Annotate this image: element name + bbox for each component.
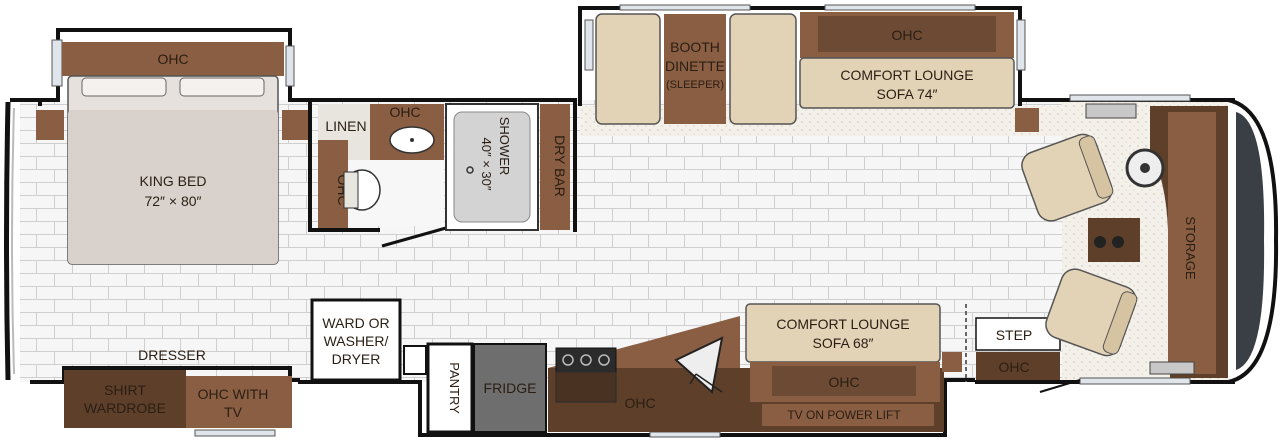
cockpit: STORAGE — [1021, 103, 1228, 378]
side-ohc — [318, 140, 348, 228]
dry-bar-label: DRY BAR — [552, 135, 568, 197]
dinette-slide: BOOTH DINETTE (SLEEPER) OHC COMFORT LOUN… — [595, 12, 1039, 132]
dresser-label: DRESSER — [138, 347, 206, 363]
booth-seat-right — [729, 13, 797, 125]
nightstand-left — [36, 110, 64, 140]
entry-ohc — [976, 352, 1060, 380]
booth-label-1: BOOTH — [670, 39, 720, 55]
pantry-label: PANTRY — [447, 362, 462, 414]
sofa74-label-2: SOFA 74″ — [877, 86, 938, 102]
shirt-wardrobe — [64, 370, 186, 428]
shower-label: SHOWER — [497, 117, 512, 176]
ohc-tv-label-1: OHC WITH — [198, 386, 269, 402]
tv-lift — [762, 404, 934, 426]
step-label: STEP — [996, 327, 1033, 343]
kitchen-ohc-label: OHC — [624, 395, 655, 411]
wardrobe-label-1: SHIRT — [104, 382, 146, 398]
storage-label: STORAGE — [1183, 216, 1198, 280]
vanity-ohc-label: OHC — [389, 104, 420, 120]
king-bed-label: KING BED — [140, 173, 207, 189]
bedroom: OHC KING BED 72″ × 80″ DRESSER SHIRT WAR… — [36, 42, 310, 428]
ward-label-1: WARD OR — [322, 315, 389, 331]
bath: LINEN OHC OHC SHOWER 40″ × 30″ DRY BAR — [308, 98, 577, 248]
pantry — [426, 342, 474, 434]
linen-label: LINEN — [325, 118, 366, 134]
tv-lift-label: TV ON POWER LIFT — [787, 408, 901, 422]
booth-seat-left — [595, 13, 661, 125]
storage — [1168, 112, 1216, 374]
lounge: COMFORT LOUNGE SOFA 68″ OHC TV ON POWER … — [745, 303, 962, 426]
passenger-seat — [1045, 268, 1138, 357]
bed-ohc — [62, 42, 284, 76]
booth-label-3: (SLEEPER) — [666, 79, 724, 91]
sofa-74 — [799, 57, 1015, 109]
slide-out-floor — [580, 106, 1065, 136]
ohc-with-tv — [186, 376, 292, 428]
wardrobe-label-2: WARDROBE — [84, 400, 166, 416]
dry-bar — [540, 104, 570, 230]
sofa-68 — [745, 303, 941, 363]
nightstand-right — [282, 110, 310, 140]
step-ohc-label: OHC — [998, 359, 1029, 375]
ward-label-2: WASHER/ — [324, 333, 389, 349]
bed-ohc-label: OHC — [157, 51, 188, 67]
ward-label-3: DRYER — [332, 351, 381, 367]
shower-size: 40″ × 30″ — [479, 138, 494, 191]
king-bed-size: 72″ × 80″ — [144, 193, 201, 209]
pillow-right — [179, 77, 265, 97]
fridge — [473, 343, 547, 433]
driver-seat — [1021, 133, 1114, 222]
cooktop — [555, 347, 617, 373]
fridge-label: FRIDGE — [484, 380, 537, 396]
top-ohc-label: OHC — [891, 27, 922, 43]
ward-washer-dryer — [310, 298, 402, 382]
sofa68-label-2: SOFA 68″ — [813, 335, 874, 351]
sofa68-label-1: COMFORT LOUNGE — [776, 316, 909, 332]
sofa74-label-1: COMFORT LOUNGE — [840, 67, 973, 83]
entry: STEP OHC — [965, 304, 1081, 393]
ohc-tv-label-2: TV — [224, 404, 243, 420]
sofa68-ohc-label: OHC — [828, 374, 859, 390]
booth-table — [664, 14, 726, 124]
booth-label-2: DINETTE — [665, 58, 725, 74]
pillow-left — [81, 77, 167, 97]
